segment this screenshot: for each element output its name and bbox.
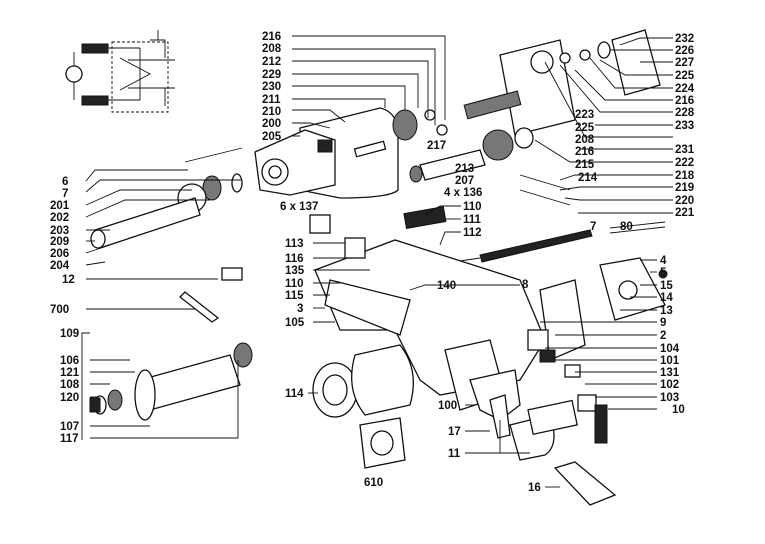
part-label-117: 117 bbox=[60, 433, 79, 445]
part-label-2: 2 bbox=[660, 330, 666, 342]
part-label-216-right: 216 bbox=[675, 95, 694, 107]
part-label-7: 7 bbox=[62, 188, 68, 200]
part-label-107: 107 bbox=[60, 421, 79, 433]
part-label-116: 116 bbox=[285, 253, 304, 265]
upper-housing-assembly bbox=[90, 107, 448, 249]
part-label-6: 6 bbox=[62, 176, 68, 188]
part-label-9: 9 bbox=[660, 317, 666, 329]
part-label-108: 108 bbox=[60, 379, 80, 391]
part-label-229: 229 bbox=[262, 69, 281, 81]
part-label-12: 12 bbox=[62, 274, 75, 286]
part-label-204: 204 bbox=[50, 260, 70, 272]
part-label-220: 220 bbox=[675, 195, 694, 207]
part-label-216: 216 bbox=[262, 31, 281, 43]
part-label-4x136: 4 x 136 bbox=[444, 187, 482, 199]
part-label-610: 610 bbox=[364, 477, 383, 489]
part-label-228: 228 bbox=[675, 107, 695, 119]
stator-assembly bbox=[312, 339, 506, 469]
part-label-113: 113 bbox=[285, 238, 304, 250]
part-label-227: 227 bbox=[675, 57, 694, 69]
part-label-5: 5 bbox=[660, 267, 667, 279]
armature-assembly bbox=[89, 291, 253, 421]
part-label-205: 205 bbox=[262, 131, 282, 143]
part-label-214: 214 bbox=[578, 172, 598, 184]
part-label-7-right: 7 bbox=[590, 221, 596, 233]
part-label-208: 208 bbox=[262, 43, 282, 55]
part-label-4: 4 bbox=[660, 255, 667, 267]
part-label-209: 209 bbox=[50, 236, 69, 248]
part-label-114: 114 bbox=[285, 388, 304, 400]
handle-rod-assembly bbox=[399, 221, 668, 321]
part-label-10: 10 bbox=[672, 404, 685, 416]
part-label-80: 80 bbox=[620, 221, 633, 233]
part-label-225-lower: 225 bbox=[575, 122, 595, 134]
part-label-14: 14 bbox=[660, 292, 673, 304]
part-label-15: 15 bbox=[660, 280, 673, 292]
part-label-200: 200 bbox=[262, 118, 281, 130]
part-label-216-lower: 216 bbox=[575, 146, 594, 158]
part-label-104: 104 bbox=[660, 343, 680, 355]
part-label-217: 217 bbox=[427, 140, 446, 152]
part-label-230: 230 bbox=[262, 81, 281, 93]
part-label-106: 106 bbox=[60, 355, 79, 367]
part-label-218: 218 bbox=[675, 170, 695, 182]
part-label-11: 11 bbox=[448, 448, 461, 460]
part-label-225: 225 bbox=[675, 70, 695, 82]
part-label-8: 8 bbox=[522, 279, 529, 291]
part-label-111: 111 bbox=[463, 214, 482, 226]
part-label-232: 232 bbox=[675, 33, 694, 45]
part-label-112: 112 bbox=[463, 227, 482, 239]
part-label-226: 226 bbox=[675, 45, 694, 57]
part-label-131: 131 bbox=[660, 367, 680, 379]
part-label-110: 110 bbox=[463, 201, 482, 213]
part-label-101: 101 bbox=[660, 355, 680, 367]
part-label-6x137: 6 x 137 bbox=[280, 201, 318, 213]
part-label-115: 115 bbox=[285, 290, 304, 302]
part-label-135: 135 bbox=[285, 265, 305, 277]
part-label-208-lower: 208 bbox=[575, 134, 595, 146]
part-label-207: 207 bbox=[455, 175, 474, 187]
part-label-211: 211 bbox=[262, 94, 281, 106]
part-label-13: 13 bbox=[660, 305, 673, 317]
part-label-203: 203 bbox=[50, 225, 69, 237]
leader-lines bbox=[81, 35, 673, 488]
part-label-3: 3 bbox=[297, 303, 303, 315]
part-label-212: 212 bbox=[262, 56, 281, 68]
brush-and-hose-parts bbox=[469, 349, 617, 506]
part-label-102: 102 bbox=[660, 379, 679, 391]
part-label-210: 210 bbox=[262, 106, 281, 118]
part-labels: 216 208 212 229 230 211 210 200 205 6 7 … bbox=[50, 31, 695, 494]
wiring-schematic bbox=[65, 30, 175, 113]
part-label-202: 202 bbox=[50, 212, 69, 224]
part-label-206: 206 bbox=[50, 248, 69, 260]
part-label-100: 100 bbox=[438, 400, 457, 412]
part-label-121: 121 bbox=[60, 367, 80, 379]
part-label-17: 17 bbox=[448, 426, 461, 438]
part-label-105: 105 bbox=[285, 317, 305, 329]
part-label-224: 224 bbox=[675, 83, 695, 95]
part-label-219: 219 bbox=[675, 182, 694, 194]
part-label-700: 700 bbox=[50, 304, 69, 316]
part-label-110-lower: 110 bbox=[285, 278, 304, 290]
part-label-231: 231 bbox=[675, 144, 695, 156]
part-label-221: 221 bbox=[675, 207, 695, 219]
part-label-215: 215 bbox=[575, 159, 595, 171]
part-label-223: 223 bbox=[575, 109, 594, 121]
part-label-16: 16 bbox=[528, 482, 541, 494]
part-label-213: 213 bbox=[455, 163, 474, 175]
part-label-109: 109 bbox=[60, 328, 79, 340]
spindle-gearbox-assembly bbox=[409, 29, 661, 206]
part-label-201: 201 bbox=[50, 200, 70, 212]
part-label-120: 120 bbox=[60, 392, 79, 404]
part-label-233: 233 bbox=[675, 120, 694, 132]
part-label-140: 140 bbox=[437, 280, 456, 292]
part-label-222: 222 bbox=[675, 157, 694, 169]
part-label-103: 103 bbox=[660, 392, 679, 404]
